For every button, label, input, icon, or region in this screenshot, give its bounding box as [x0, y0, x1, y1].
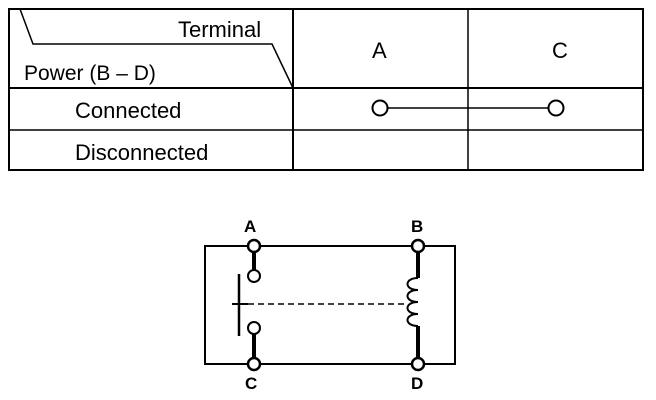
header-power-label: Power (B – D): [24, 62, 156, 85]
terminal-d: [410, 356, 426, 372]
terminal-a: [246, 238, 262, 254]
terminal-c: [246, 356, 262, 372]
column-header-c: C: [552, 38, 568, 63]
continuity-table: Terminal Power (B – D) A C Connected Dis…: [8, 8, 644, 171]
contact-a: [247, 269, 261, 283]
pin-label-a: A: [244, 217, 257, 236]
table-border: [8, 8, 644, 171]
continuity-node-c: [547, 99, 565, 117]
table-grid: [8, 8, 644, 171]
contact-c: [247, 321, 261, 335]
pin-label-c: C: [245, 374, 258, 393]
relay-frame: [204, 245, 456, 365]
continuity-node-a: [371, 99, 389, 117]
header-terminal-label: Terminal: [178, 17, 262, 42]
terminal-b: [410, 238, 426, 254]
row-label-disconnected: Disconnected: [75, 140, 209, 165]
header-diagonal: [19, 8, 294, 89]
column-header-a: A: [372, 38, 387, 63]
continuity-line-a-c: [371, 99, 565, 117]
coil-icon: [406, 277, 419, 327]
pin-label-d: D: [411, 374, 424, 393]
pin-label-b: B: [411, 217, 424, 236]
relay-schematic: [204, 238, 456, 372]
row-label-connected: Connected: [75, 98, 182, 123]
relay-diagram: A B C D: [190, 212, 470, 397]
